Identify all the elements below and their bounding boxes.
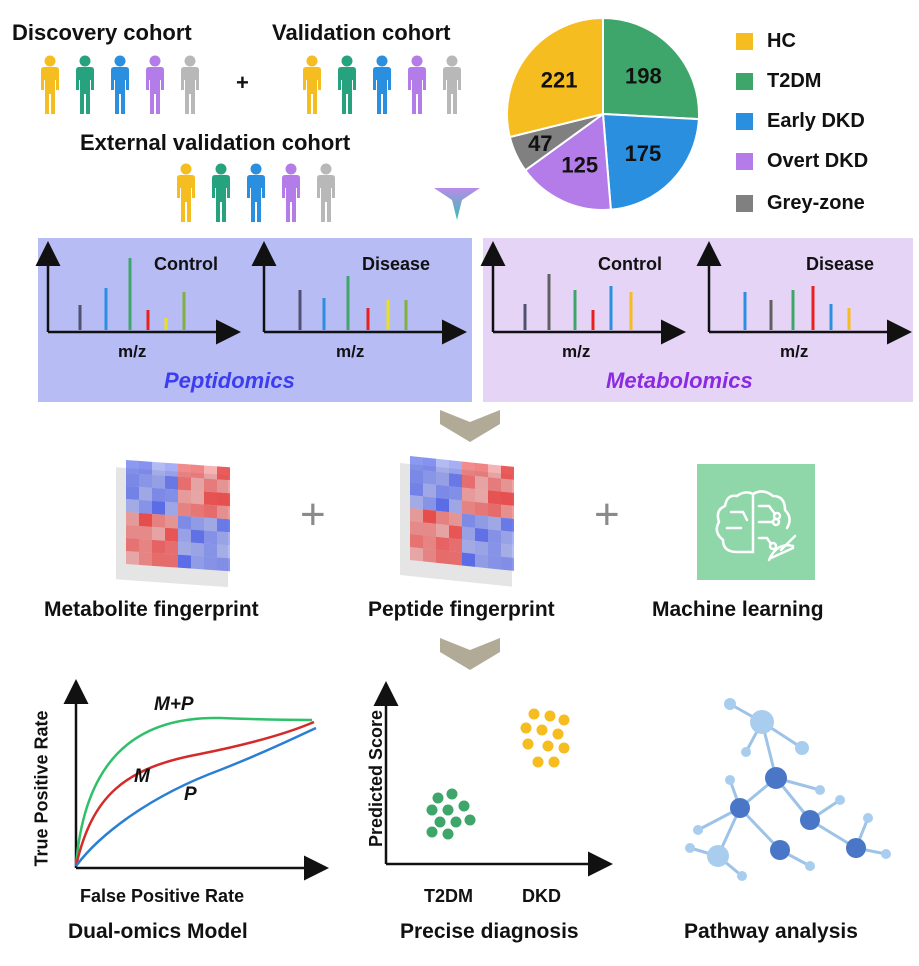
legend-swatch-hc bbox=[736, 32, 753, 50]
roc-label-p: P bbox=[184, 784, 197, 805]
roc-curve-m bbox=[74, 720, 315, 867]
peptidomics-spectra bbox=[35, 241, 467, 345]
peptidomics-disease-mz-label: m/z bbox=[336, 342, 365, 361]
legend-swatch-grey-zone bbox=[736, 194, 753, 212]
legend-label-t2dm: T2DM bbox=[767, 69, 822, 92]
pie-value-overt-dkd: 125 bbox=[561, 153, 598, 178]
legend-swatch-overt-dkd bbox=[736, 152, 753, 170]
diagnosis-group-dkd: DKD bbox=[522, 886, 561, 906]
legend-label-early-dkd: Early DKD bbox=[767, 109, 865, 132]
fingerprint-plus-1: + bbox=[300, 490, 326, 539]
pathway-caption: Pathway analysis bbox=[684, 920, 858, 943]
diagnosis-group-t2dm: T2DM bbox=[424, 886, 473, 906]
metabolomics-label: Metabolomics bbox=[606, 368, 753, 393]
legend-swatch-early-dkd bbox=[736, 112, 753, 130]
pie-value-grey-zone: 47 bbox=[528, 131, 552, 156]
metabolomics-control-mz-label: m/z bbox=[562, 342, 591, 361]
diagnosis-ylabel: Predicted Score bbox=[366, 709, 387, 848]
peptidomics-label: Peptidomics bbox=[164, 368, 295, 393]
t2dm-points bbox=[426, 788, 476, 840]
peptide-fingerprint-label: Peptide fingerprint bbox=[368, 598, 555, 621]
chevron-down-icon bbox=[440, 410, 500, 442]
legend-item-overt-dkd: Overt DKD bbox=[736, 146, 868, 176]
peptide-heatmap-icon bbox=[400, 456, 514, 587]
metabolite-heatmap-icon bbox=[116, 460, 230, 588]
roc-curve-mp bbox=[74, 716, 313, 867]
legend-label-grey-zone: Grey-zone bbox=[767, 191, 865, 214]
brain-circuit-icon bbox=[715, 490, 797, 562]
machine-learning-box bbox=[697, 464, 815, 580]
roc-label-mp: M+P bbox=[154, 694, 194, 715]
peptidomics-control-mz-label: m/z bbox=[118, 342, 147, 361]
metabolomics-disease-label: Disease bbox=[806, 254, 875, 274]
legend-swatch-t2dm bbox=[736, 72, 753, 90]
legend-item-early-dkd: Early DKD bbox=[736, 106, 865, 136]
pie-slice-early-dkd bbox=[601, 112, 700, 211]
legend-label-hc: HC bbox=[767, 29, 796, 52]
pie-value-t2dm: 198 bbox=[625, 64, 662, 89]
pie-slice-hc bbox=[506, 16, 604, 139]
metabolomics-disease-mz-label: m/z bbox=[780, 342, 809, 361]
validation-cohort-people bbox=[303, 55, 461, 114]
validation-cohort-label: Validation cohort bbox=[272, 20, 451, 45]
pie-slice-overt-dkd bbox=[523, 112, 612, 211]
roc-ylabel: True Positive Rate bbox=[31, 710, 52, 867]
cohort-pie-chart: 198 175 125 47 221 bbox=[506, 16, 700, 211]
predicted-score-plot bbox=[373, 681, 613, 877]
pie-value-hc: 221 bbox=[541, 68, 578, 93]
metabolomics-control-label: Control bbox=[598, 254, 662, 274]
cohort-plus-sign: + bbox=[236, 70, 249, 95]
machine-learning-label: Machine learning bbox=[652, 598, 824, 621]
peptidomics-control-label: Control bbox=[154, 254, 218, 274]
discovery-cohort-people bbox=[41, 55, 199, 114]
legend-item-t2dm: T2DM bbox=[736, 66, 821, 96]
roc-curve-plot bbox=[63, 679, 329, 881]
pie-value-early-dkd: 175 bbox=[625, 141, 662, 166]
roc-xlabel: False Positive Rate bbox=[80, 886, 245, 906]
roc-caption: Dual-omics Model bbox=[68, 920, 248, 943]
external-cohort-label: External validation cohort bbox=[80, 130, 351, 155]
legend-item-grey-zone: Grey-zone bbox=[736, 188, 865, 218]
pie-slice-t2dm bbox=[602, 16, 700, 121]
legend-item-hc: HC bbox=[736, 26, 796, 56]
peptidomics-disease-label: Disease bbox=[362, 254, 431, 274]
funnel-arrow-icon bbox=[434, 188, 480, 220]
discovery-cohort-label: Discovery cohort bbox=[12, 20, 192, 45]
roc-label-m: M bbox=[134, 766, 150, 787]
legend-label-overt-dkd: Overt DKD bbox=[767, 149, 869, 172]
chevron-down-icon-2 bbox=[440, 638, 500, 670]
external-cohort-people bbox=[177, 163, 335, 222]
roc-curve-p bbox=[75, 726, 317, 867]
metabolite-fingerprint-label: Metabolite fingerprint bbox=[44, 598, 259, 621]
pathway-network-icon bbox=[685, 698, 891, 881]
dkd-points bbox=[520, 708, 570, 768]
metabolomics-spectra bbox=[480, 241, 912, 345]
fingerprint-plus-2: + bbox=[594, 490, 620, 539]
diagnosis-caption: Precise diagnosis bbox=[400, 920, 579, 943]
